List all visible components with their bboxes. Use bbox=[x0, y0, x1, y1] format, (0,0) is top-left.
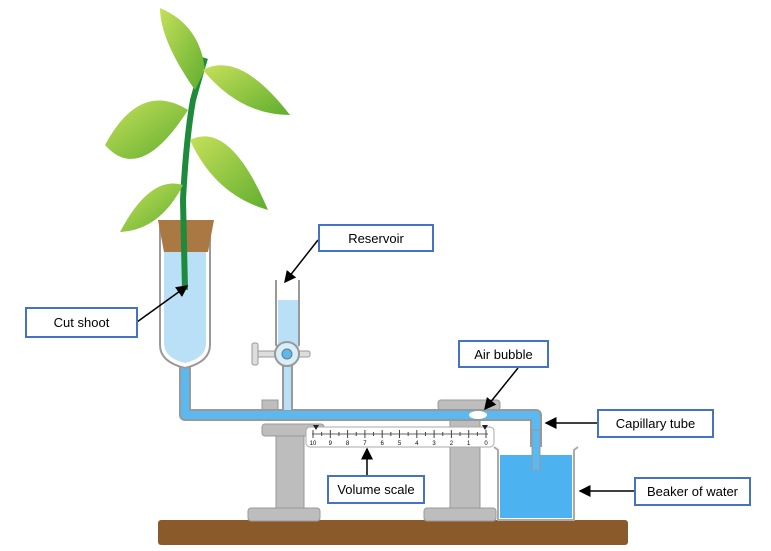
cut-shoot-plant bbox=[105, 8, 290, 291]
scale-tick-label: 8 bbox=[346, 441, 350, 447]
scale-tick-label: 9 bbox=[329, 441, 333, 447]
label-capillary-tube: Capillary tube bbox=[597, 409, 714, 438]
scale-tick-label: 3 bbox=[432, 441, 436, 447]
label-cut-shoot: Cut shoot bbox=[25, 307, 138, 338]
wooden-board bbox=[158, 520, 628, 545]
scale-tick-label: 6 bbox=[381, 441, 385, 447]
arrow-air-bubble bbox=[484, 367, 519, 411]
label-air-bubble: Air bubble bbox=[458, 340, 549, 368]
scale-tick-label: 5 bbox=[398, 441, 402, 447]
scale-tick-label: 7 bbox=[363, 441, 367, 447]
shoot-tube bbox=[158, 220, 214, 370]
label-reservoir: Reservoir bbox=[318, 224, 434, 252]
reservoir bbox=[251, 280, 311, 410]
scale-tick-label: 0 bbox=[484, 441, 488, 447]
scale-tick-label: 1 bbox=[467, 441, 471, 447]
arrow-cut-shoot bbox=[136, 285, 189, 323]
capillary-tube bbox=[179, 360, 542, 470]
scale-tick-label: 4 bbox=[415, 441, 419, 447]
scale-tick-label: 10 bbox=[310, 441, 317, 447]
label-beaker-of-water: Beaker of water bbox=[634, 477, 751, 506]
label-volume-scale: Volume scale bbox=[327, 475, 425, 504]
arrow-reservoir bbox=[284, 239, 319, 284]
pointer-arrows bbox=[136, 239, 634, 497]
scale-tick-label: 2 bbox=[450, 441, 454, 447]
left-stand bbox=[247, 423, 325, 522]
air-bubble bbox=[469, 411, 487, 419]
tube-clamp bbox=[261, 399, 279, 411]
beaker bbox=[493, 429, 579, 521]
